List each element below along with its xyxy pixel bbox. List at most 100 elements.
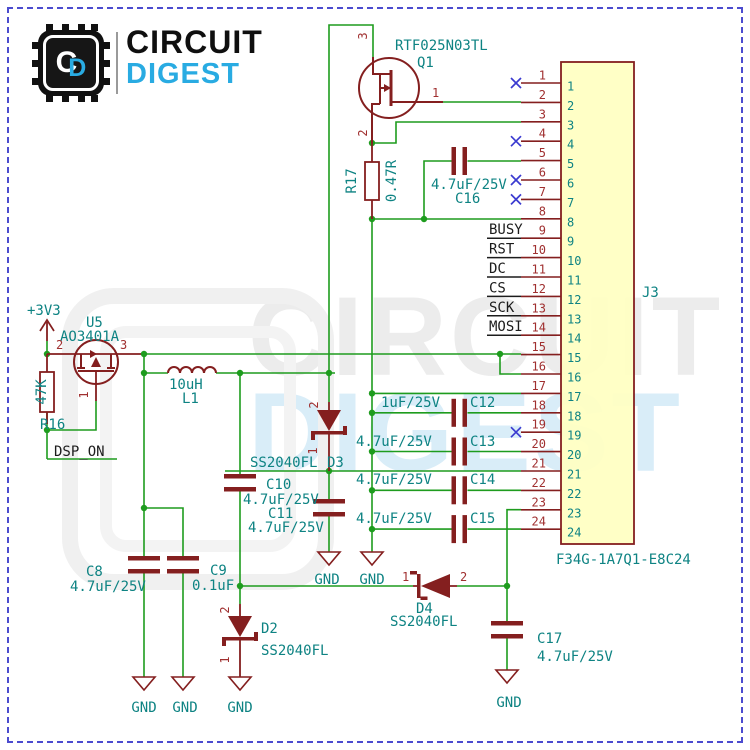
connector-pin-number-outer: 23 bbox=[532, 495, 546, 509]
power-3v3-label: +3V3 bbox=[27, 303, 61, 319]
connector-pin-number-outer: 5 bbox=[539, 146, 546, 160]
connector-pin-number-outer: 7 bbox=[539, 185, 546, 199]
d2-ref-label: D2 bbox=[261, 621, 278, 637]
d2-diode-symbol bbox=[222, 604, 258, 677]
no-connect-x-icon bbox=[510, 77, 522, 89]
c9-value-label: 0.1uF bbox=[192, 578, 234, 594]
connector-pin-number-outer: 11 bbox=[532, 263, 546, 277]
connector-pin-number-outer: 16 bbox=[532, 360, 546, 374]
gnd-label: GND bbox=[227, 700, 252, 716]
connector-pin-number-inner: 22 bbox=[567, 487, 581, 501]
connector-pin-number-inner: 12 bbox=[567, 293, 581, 307]
c17-ref-label: C17 bbox=[537, 631, 562, 647]
connector-pin-number-outer: 18 bbox=[532, 398, 546, 412]
connector-pin-number-outer: 6 bbox=[539, 166, 546, 180]
gnd-icon bbox=[131, 676, 157, 692]
no-connect-x-icon bbox=[510, 174, 522, 186]
connector-pin-number-outer: 17 bbox=[532, 379, 546, 393]
connector-pin-number-inner: 8 bbox=[567, 215, 574, 229]
signal-label-mosi: MOSI bbox=[489, 319, 523, 335]
connector-pin-number-outer: 8 bbox=[539, 204, 546, 218]
r17-resistor-symbol bbox=[364, 143, 380, 219]
r16-ref-label: R16 bbox=[40, 417, 65, 433]
connector-pin-number-inner: 13 bbox=[567, 312, 581, 326]
q1-pin2-label: 2 bbox=[356, 129, 370, 136]
c8-ref-label: C8 bbox=[86, 564, 103, 580]
logo-divider bbox=[116, 32, 118, 94]
d3-pin2-label: 2 bbox=[307, 401, 321, 408]
connector-pin-number-inner: 5 bbox=[567, 157, 574, 171]
connector-pin-number-outer: 9 bbox=[539, 224, 546, 238]
q1-ref-label: Q1 bbox=[417, 55, 434, 71]
connector-pin-number-inner: 1 bbox=[567, 80, 574, 94]
logo-monogram-d: D bbox=[68, 53, 87, 82]
c9-ref-label: C9 bbox=[210, 563, 227, 579]
signal-label-busy: BUSY bbox=[489, 222, 523, 238]
no-connect-x-icon bbox=[510, 426, 522, 438]
no-connect-x-icon bbox=[510, 135, 522, 147]
r16-value-label: 47K bbox=[34, 379, 50, 405]
q1-value-label: RTF025N03TL bbox=[395, 38, 488, 54]
c10-ref-label: C10 bbox=[266, 477, 291, 493]
connector-pin-number-inner: 24 bbox=[567, 526, 581, 540]
c15-value-label: 4.7uF/25V bbox=[356, 511, 432, 527]
connector-pin-number-outer: 15 bbox=[532, 340, 546, 354]
d3-ref-label: D3 bbox=[327, 455, 344, 471]
no-connect-x-icon bbox=[510, 193, 522, 206]
circuitdigest-logo: C D CIRCUIT DIGEST bbox=[32, 24, 263, 102]
connector-pin-number-inner: 3 bbox=[567, 118, 574, 132]
c12-value-label: 1uF/25V bbox=[381, 395, 441, 411]
c16-value-label: 4.7uF/25V bbox=[431, 177, 507, 193]
r17-ref-label: R17 bbox=[344, 168, 360, 193]
connector-pin-number-outer: 20 bbox=[532, 437, 546, 451]
l1-inductor-symbol bbox=[167, 366, 217, 374]
gnd-label: GND bbox=[359, 572, 384, 588]
connector-pin-number-outer: 12 bbox=[532, 282, 546, 296]
connector-pin-number-outer: 10 bbox=[532, 243, 546, 257]
signal-label-dc: DC bbox=[489, 261, 506, 277]
connector-pin-number-inner: 9 bbox=[567, 235, 574, 249]
d4-value-label: SS2040FL bbox=[390, 614, 457, 630]
connector-pin-number-outer: 1 bbox=[539, 69, 546, 83]
d3-value-label: SS2040FL bbox=[250, 455, 317, 471]
connector-pin-number-inner: 17 bbox=[567, 390, 581, 404]
dsp-on-net-label: DSP_ON bbox=[54, 444, 105, 460]
connector-pin-number-inner: 23 bbox=[567, 506, 581, 520]
logo-title: CIRCUIT bbox=[126, 24, 263, 60]
connector-body bbox=[560, 61, 635, 545]
connector-pin-number-inner: 11 bbox=[567, 274, 581, 288]
c11-value-label: 4.7uF/25V bbox=[248, 520, 324, 536]
connector-pin-number-inner: 16 bbox=[567, 371, 581, 385]
connector-j3: 1122334455667788991010111112121313141415… bbox=[487, 61, 691, 568]
q1-pin3-label: 3 bbox=[356, 32, 370, 39]
connector-pin-number-outer: 14 bbox=[532, 321, 546, 335]
c17-value-label: 4.7uF/25V bbox=[537, 649, 613, 665]
c14-value-label: 4.7uF/25V bbox=[356, 472, 432, 488]
c11-ref-label: C11 bbox=[268, 506, 293, 522]
connector-pin-number-outer: 21 bbox=[532, 457, 546, 471]
d4-diode-symbol bbox=[410, 571, 457, 600]
connector-pin-number-inner: 20 bbox=[567, 448, 581, 462]
connector-pin-number-outer: 24 bbox=[532, 515, 546, 529]
connector-pin-number-inner: 6 bbox=[567, 177, 574, 191]
connector-pin-number-outer: 22 bbox=[532, 476, 546, 490]
d4-ref-label: D4 bbox=[416, 601, 433, 617]
u5-pin3-label: 3 bbox=[120, 338, 127, 352]
d4-pin2-label: 2 bbox=[460, 570, 467, 584]
gnd-icon bbox=[227, 676, 253, 692]
u5-value-label: AO3401A bbox=[60, 329, 120, 345]
u5-pin1-label: 1 bbox=[77, 391, 91, 398]
connector-pin-number-outer: 3 bbox=[539, 107, 546, 121]
connector-pin-number-outer: 13 bbox=[532, 301, 546, 315]
connector-pin-number-inner: 7 bbox=[567, 196, 574, 210]
c13-ref-label: C13 bbox=[470, 434, 495, 450]
gnd-label: GND bbox=[172, 700, 197, 716]
gnd-icon bbox=[170, 676, 196, 692]
logo-monogram-c: C bbox=[55, 46, 78, 79]
d4-pin1-label: 1 bbox=[402, 570, 409, 584]
q1-pin1-label: 1 bbox=[432, 86, 439, 100]
d2-pin2-label: 2 bbox=[218, 606, 232, 613]
c8-value-label: 4.7uF/25V bbox=[70, 579, 146, 595]
connector-pin-number-inner: 19 bbox=[567, 429, 581, 443]
